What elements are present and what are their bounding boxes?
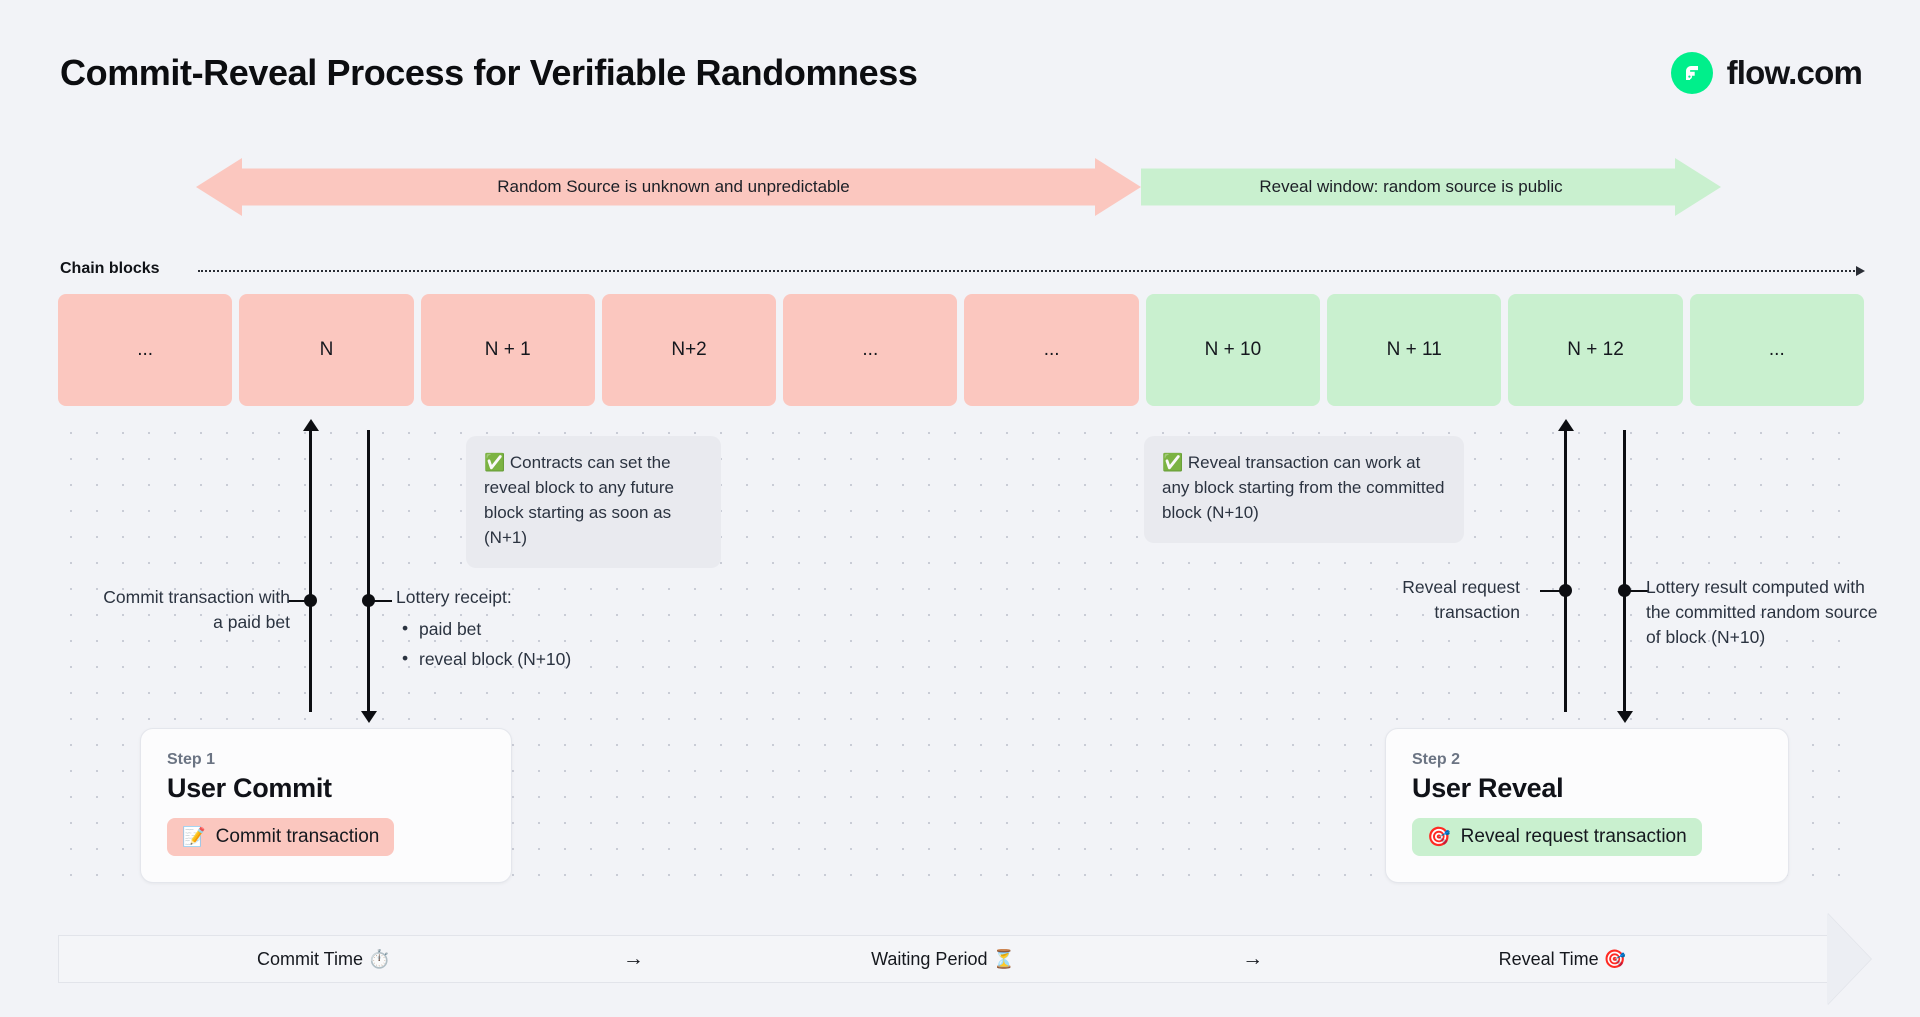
result-anchor-dot: [1618, 584, 1631, 597]
pill-label: Reveal request transaction: [1460, 826, 1687, 847]
chain-block[interactable]: ...: [964, 294, 1139, 406]
reveal-anchor-dot: [1559, 584, 1572, 597]
step-eyebrow: Step 2: [1412, 751, 1461, 768]
chain-blocks-row: ... N N + 1 N+2 ... ... N + 10 N + 11 N …: [58, 294, 1864, 406]
reveal-up-arrow: [1557, 419, 1574, 712]
chain-block[interactable]: ...: [1689, 294, 1864, 406]
step-eyebrow: Step 1: [167, 751, 216, 768]
flow-logo-icon: [1670, 52, 1713, 94]
list-item: paid bet: [396, 616, 656, 642]
lottery-receipt-title: Lottery receipt:: [396, 587, 512, 607]
chain-axis-line: [198, 266, 1865, 276]
reveal-request-transaction-pill[interactable]: 🎯 Reveal request transaction: [1412, 818, 1702, 856]
brand-name: flow.com: [1726, 54, 1863, 91]
chain-block[interactable]: ...: [783, 294, 958, 406]
chain-block[interactable]: N + 12: [1508, 294, 1683, 406]
phase-timeline-bar: Commit Time ⏱️ → Waiting Period ⏳ → Reve…: [58, 935, 1828, 983]
banner-label: Reveal window: random source is public: [1259, 177, 1563, 196]
phase-waiting-period: Waiting Period ⏳: [871, 948, 1015, 969]
callout-text: Contracts can set the reveal block to an…: [484, 453, 674, 547]
callout-text: Reveal transaction can work at any block…: [1162, 453, 1445, 522]
step-card-user-reveal[interactable]: Step 2 User Reveal 🎯 Reveal request tran…: [1385, 728, 1789, 883]
commit-anchor-stub: [288, 599, 306, 602]
banner-random-source-unknown: Random Source is unknown and unpredictab…: [196, 158, 1141, 216]
memo-icon: 📝: [182, 826, 206, 848]
banner-label: Random Source is unknown and unpredictab…: [497, 177, 850, 196]
page-title: Commit-Reveal Process for Verifiable Ran…: [60, 52, 918, 93]
annotation-commit-transaction: Commit transaction with a paid bet: [103, 587, 290, 633]
phase-commit-time: Commit Time ⏱️: [256, 948, 391, 969]
target-icon: 🎯: [1427, 826, 1451, 848]
step-title: User Commit: [167, 773, 332, 803]
commit-up-arrow: [302, 419, 319, 712]
receipt-down-arrow: [360, 430, 377, 723]
chain-block[interactable]: N: [239, 294, 414, 406]
banner-reveal-window: Reveal window: random source is public: [1141, 158, 1721, 216]
result-anchor-stub: [1630, 589, 1648, 592]
pill-label: Commit transaction: [215, 826, 380, 847]
arrow-right-icon: →: [1242, 947, 1264, 970]
commit-anchor-dot: [304, 594, 317, 607]
chain-block[interactable]: N + 10: [1145, 294, 1321, 406]
receipt-anchor-stub: [374, 599, 392, 602]
reveal-anchor-stub: [1540, 589, 1561, 592]
annotation-reveal-request: Reveal request transaction: [1402, 577, 1520, 623]
phase-reveal-time: Reveal Time 🎯: [1498, 948, 1627, 969]
chain-block[interactable]: N + 11: [1327, 294, 1502, 406]
callout-contracts: ✅ Contracts can set the reveal block to …: [466, 436, 721, 568]
step-card-user-commit[interactable]: Step 1 User Commit 📝 Commit transaction: [140, 728, 512, 883]
check-icon: ✅: [1162, 453, 1184, 472]
annotation-lottery-result: Lottery result computed with the committ…: [1646, 577, 1878, 648]
callout-reveal: ✅ Reveal transaction can work at any blo…: [1144, 436, 1464, 543]
receipt-anchor-dot: [362, 594, 375, 607]
result-down-arrow: [1616, 430, 1633, 723]
list-item: reveal block (N+10): [396, 646, 656, 672]
arrow-right-icon: →: [622, 947, 644, 970]
phase-bar-arrow-tip: [1827, 913, 1871, 1005]
chain-blocks-label: Chain blocks: [60, 260, 160, 277]
lottery-receipt-list: paid bet reveal block (N+10): [396, 616, 656, 672]
check-icon: ✅: [484, 453, 506, 472]
step-title: User Reveal: [1412, 773, 1564, 803]
chain-block[interactable]: N+2: [601, 294, 777, 406]
commit-transaction-pill[interactable]: 📝 Commit transaction: [167, 818, 395, 856]
annotation-lottery-receipt: Lottery receipt: paid bet reveal block (…: [396, 585, 656, 677]
chain-block[interactable]: ...: [58, 294, 233, 406]
chain-block[interactable]: N + 1: [420, 294, 595, 406]
brand-logo: flow.com: [1670, 52, 1863, 94]
